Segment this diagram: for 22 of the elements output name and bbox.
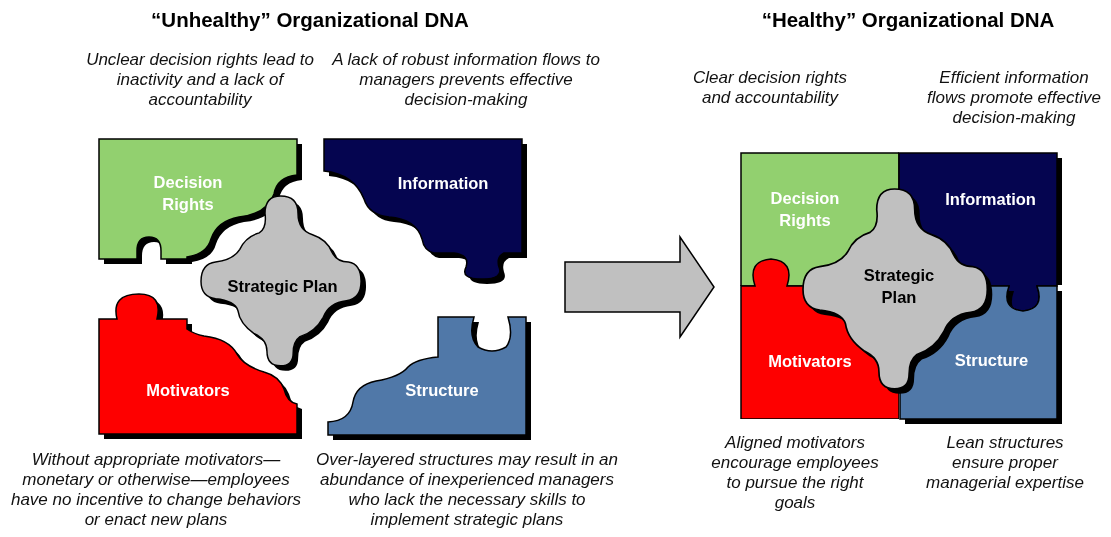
puzzle-piece — [327, 316, 531, 440]
piece-label: Motivators — [767, 351, 853, 372]
caption-text: A lack of robust information flows to managers prevents effective decision-making — [330, 50, 601, 110]
piece-label: Strategic Plan — [862, 264, 936, 308]
piece-label: Motivators — [145, 380, 231, 401]
piece-label: Structure — [953, 350, 1030, 371]
piece-label: Information — [944, 189, 1037, 210]
caption-text: Aligned motivators encourage employees to pursue the right goals — [710, 433, 880, 513]
heading: “Unhealthy” Organizational DNA — [150, 8, 470, 32]
heading: “Healthy” Organizational DNA — [760, 8, 1056, 32]
caption-text: Unclear decision rights lead to inactivity and a lack of accountability — [86, 50, 314, 110]
piece-label: Decision Rights — [769, 188, 841, 231]
piece-label: Strategic Plan — [226, 276, 339, 297]
caption-text: Lean structures ensure proper managerial expertise — [925, 433, 1085, 493]
caption-text: Without appropriate motivators—monetary or otherwise—employees have no incentive to change behaviors or enact new plans — [9, 450, 303, 530]
piece-label: Decision Rights — [152, 172, 224, 215]
piece-label: Information — [396, 173, 490, 194]
caption-text: Clear decision rights and accountability — [692, 68, 848, 108]
caption-text: Over-layered structures may result in an abundance of inexperienced managers who lack the necessary skills to implement strategic plans — [315, 450, 619, 530]
caption-text: Efficient information flows promote effective decision-making — [926, 68, 1102, 128]
piece-label: Structure — [404, 380, 480, 401]
puzzle-piece — [98, 293, 304, 440]
